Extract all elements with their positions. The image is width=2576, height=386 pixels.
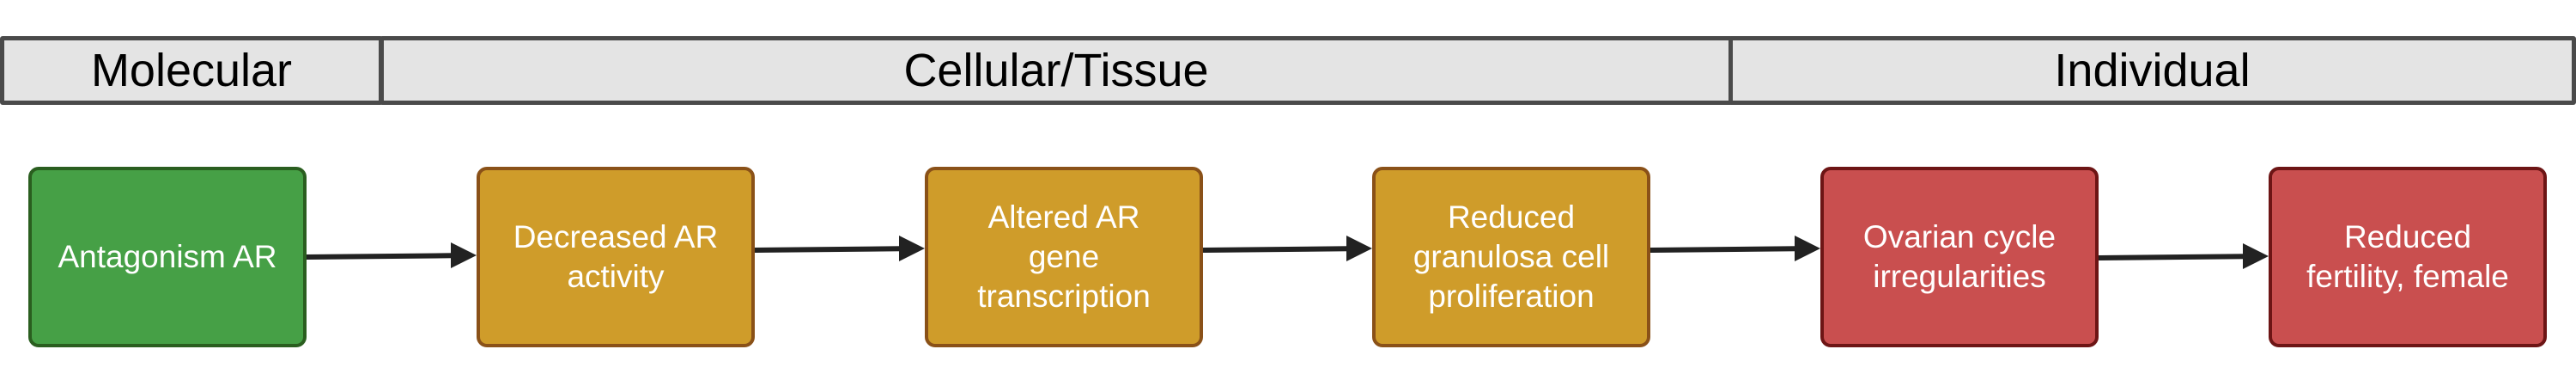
key-event-reduced-fertility-female: Reduced fertility, female: [2269, 167, 2547, 347]
key-event-reduced-granulosa-cell-proliferation: Reduced granulosa cell proliferation: [1372, 167, 1650, 347]
relationship-arrow: [1649, 236, 1820, 261]
arrow-shaft: [1202, 246, 1349, 253]
key-event-decreased-ar-activity: Decreased AR activity: [477, 167, 755, 347]
key-event-label: Decreased AR activity: [513, 219, 719, 294]
level-label-individual: Individual: [2054, 45, 2251, 96]
level-band-individual: Individual: [1728, 36, 2576, 105]
key-event-ovarian-cycle-irregularities: Ovarian cycle irregularities: [1820, 167, 2099, 347]
arrow-head-icon: [1795, 236, 1820, 261]
arrow-shaft: [2098, 254, 2245, 260]
arrow-head-icon: [899, 236, 925, 261]
key-event-label: Antagonism AR: [58, 239, 277, 274]
arrow-head-icon: [1346, 236, 1372, 261]
arrow-shaft: [1649, 246, 1797, 253]
level-band-cellular-tissue: Cellular/Tissue: [380, 36, 1733, 105]
level-label-molecular: Molecular: [90, 45, 293, 96]
key-event-label: Altered AR gene transcription: [977, 199, 1151, 314]
arrow-head-icon: [2243, 243, 2269, 269]
key-event-antagonism-ar: Antagonism AR: [28, 167, 307, 347]
key-event-label: Ovarian cycle irregularities: [1862, 219, 2057, 294]
arrow-shaft: [754, 246, 902, 253]
relationship-arrow: [306, 242, 477, 268]
level-band-molecular: Molecular: [0, 36, 383, 105]
arrow-shaft: [306, 253, 453, 260]
relationship-arrow: [754, 236, 925, 261]
relationship-arrow: [2098, 243, 2269, 269]
key-event-altered-ar-gene-transcription: Altered AR gene transcription: [925, 167, 1203, 347]
relationship-arrow: [1202, 236, 1372, 261]
key-event-label: Reduced fertility, female: [2306, 219, 2509, 294]
key-event-label: Reduced granulosa cell proliferation: [1413, 199, 1610, 314]
arrow-head-icon: [451, 242, 477, 268]
level-label-cellular-tissue: Cellular/Tissue: [903, 45, 1209, 96]
